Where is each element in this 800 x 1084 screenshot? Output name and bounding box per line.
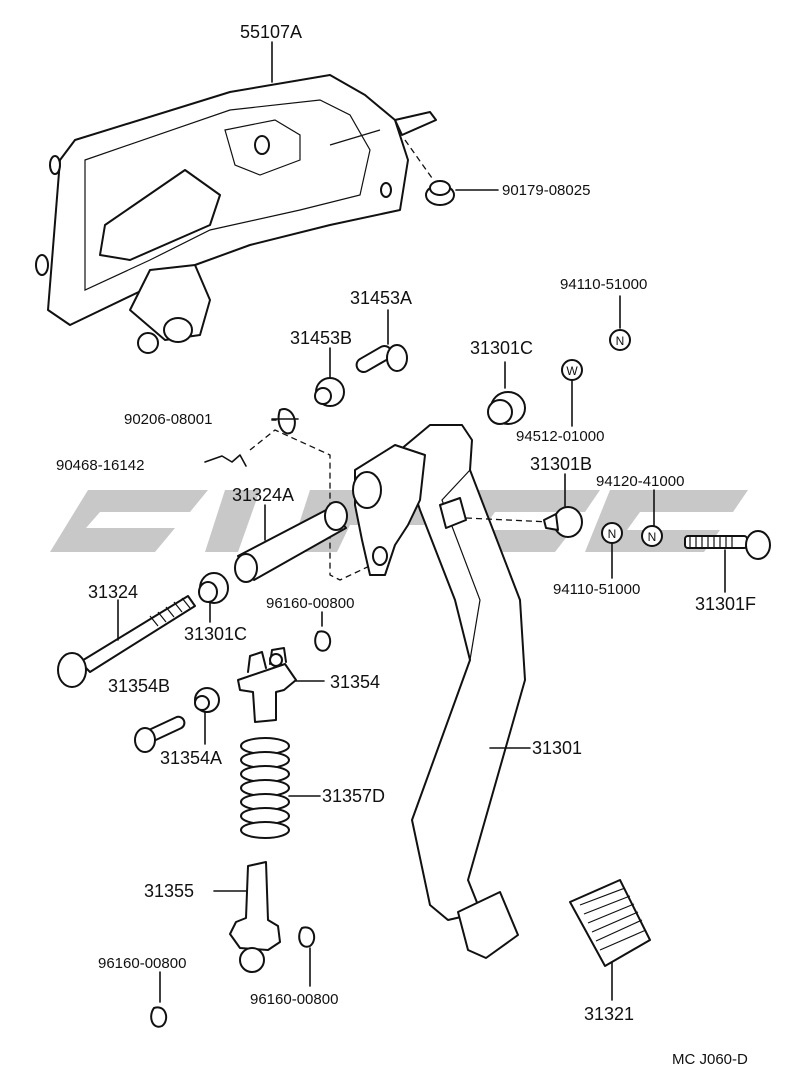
diagram-code: MC J060-D — [672, 1051, 748, 1068]
bushing-31354a — [194, 687, 220, 745]
label-90206-08001: 90206-08001 — [124, 411, 212, 428]
spring-31357d — [240, 737, 321, 839]
label-31453b: 31453B — [290, 328, 352, 348]
label-55107a: 55107A — [240, 22, 302, 42]
stopper-31301b — [543, 473, 583, 538]
label-96160-00800-c: 96160-00800 — [250, 991, 338, 1008]
clip-96160-00800-a — [314, 611, 332, 652]
label-31321: 31321 — [584, 1004, 634, 1024]
label-96160-00800-a: 96160-00800 — [266, 595, 354, 612]
collar-31324a — [234, 501, 348, 583]
symbol-w: W — [561, 359, 583, 427]
pedal-bracket — [35, 74, 437, 354]
symbol-n-left: N — [601, 522, 623, 579]
label-31355: 31355 — [144, 881, 194, 901]
bushing-31453b — [314, 347, 345, 407]
label-31354: 31354 — [330, 672, 380, 692]
clip-96160-00800-b — [150, 971, 168, 1028]
clutch-pedal — [352, 424, 551, 959]
label-31301f: 31301F — [695, 594, 756, 614]
label-31301c-top: 31301C — [470, 338, 533, 358]
svg-text:N: N — [616, 334, 625, 348]
label-90468-16142: 90468-16142 — [56, 457, 144, 474]
label-31301: 31301 — [532, 738, 582, 758]
bushing-31301c-low — [198, 572, 229, 623]
clevis-31354 — [237, 647, 325, 723]
bolt-31301f — [684, 530, 771, 593]
label-31301c-low: 31301C — [184, 624, 247, 644]
label-96160-00800-b: 96160-00800 — [98, 955, 186, 972]
svg-text:N: N — [608, 527, 617, 541]
svg-text:W: W — [566, 364, 578, 378]
clip-96160-00800-c — [298, 926, 316, 987]
nut-90179-08025 — [404, 139, 499, 206]
label-94512-01000: 94512-01000 — [516, 428, 604, 445]
pedal-pad-31321 — [569, 879, 651, 1001]
label-31324a: 31324A — [232, 485, 294, 505]
bushing-31301c-top — [487, 361, 526, 425]
label-31301b: 31301B — [530, 454, 592, 474]
label-31354b: 31354B — [108, 676, 170, 696]
label-94120-41000: 94120-41000 — [596, 473, 684, 490]
label-31354a: 31354A — [160, 748, 222, 768]
label-31324: 31324 — [88, 582, 138, 602]
label-94110-51000-top: 94110-51000 — [560, 276, 647, 293]
svg-text:N: N — [648, 530, 657, 544]
push-rod-31355 — [213, 861, 281, 973]
clip-90206-08001 — [271, 408, 296, 435]
bolt-31324 — [57, 595, 196, 688]
label-94110-51000-mid: 94110-51000 — [553, 581, 640, 598]
label-31453a: 31453A — [350, 288, 412, 308]
symbol-n-top: N — [609, 329, 631, 351]
pin-31354b — [134, 715, 186, 753]
pin-31453a — [355, 309, 408, 373]
label-90179-08025: 90179-08025 — [502, 182, 590, 199]
symbol-n-mid: N — [641, 489, 663, 547]
label-31357d: 31357D — [322, 786, 385, 806]
